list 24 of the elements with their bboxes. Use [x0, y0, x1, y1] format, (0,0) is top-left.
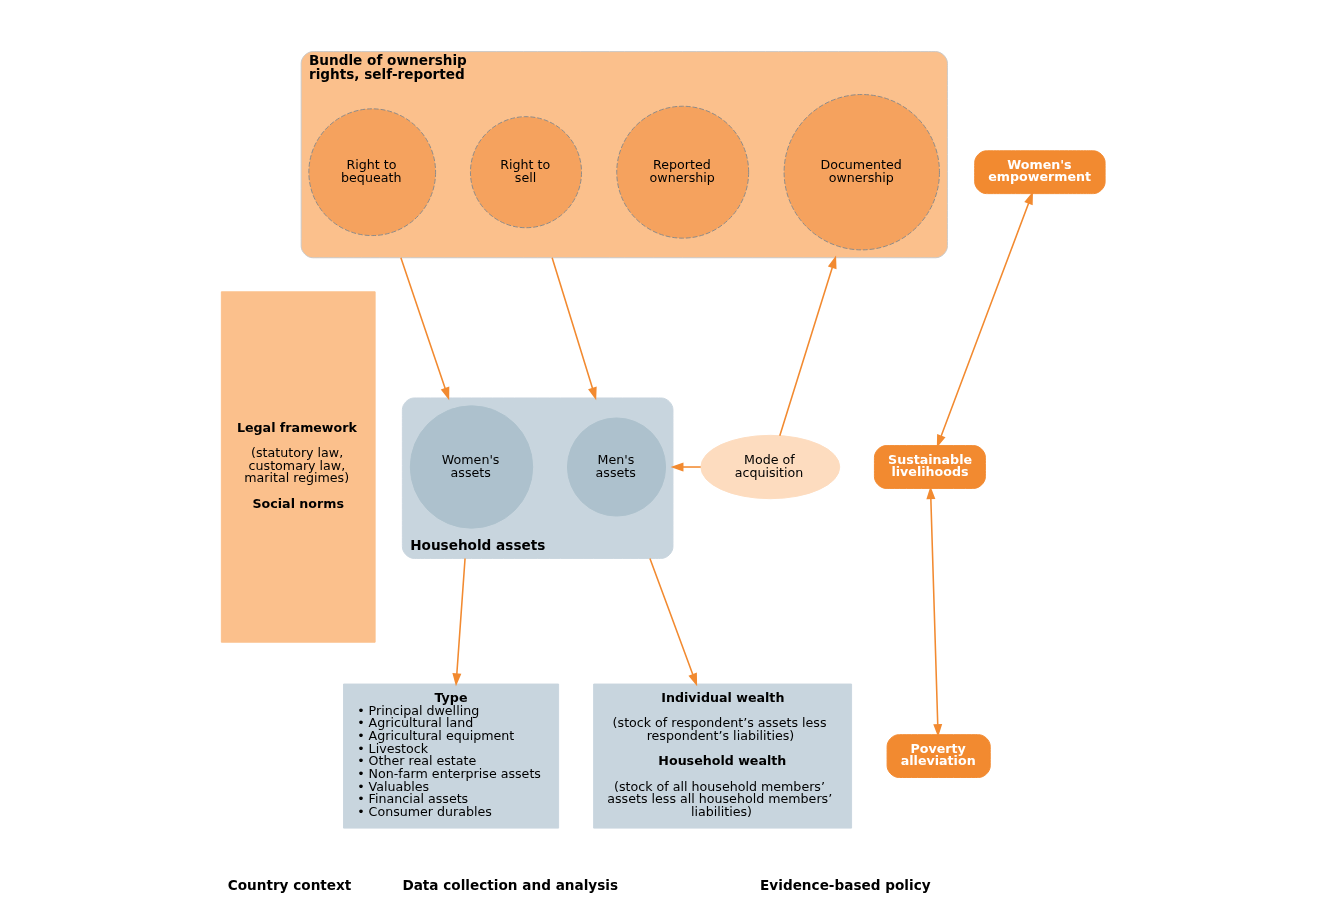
arrow — [550, 256, 597, 401]
node-circle: Reported ownership — [615, 105, 749, 239]
label: Data collection and analysis — [401, 877, 618, 894]
arrow — [648, 557, 697, 687]
node-box: Type • Principal dwelling • Agricultural land • Agricultural equipment • Livestock • Other real estate • Non-farm enterprise assets • Valuables • Financial assets • Consumer durables — [342, 683, 559, 829]
node-ellipse: Mode of acquisition — [699, 434, 840, 500]
label: Country context — [227, 877, 351, 894]
label: Evidence-based policy — [759, 877, 931, 894]
node-box: Sustainable livelihoods — [873, 445, 986, 489]
arrow — [936, 191, 1033, 448]
node-circle: Men's assets — [566, 417, 666, 517]
node-circle: Right to bequeath — [307, 108, 436, 237]
node-circle: Women's assets — [409, 405, 533, 529]
arrow — [670, 462, 701, 472]
node-box: Women's empowerment — [973, 150, 1106, 195]
arrow — [451, 557, 466, 687]
arrow — [925, 486, 942, 737]
node-circle: Documented ownership — [783, 94, 940, 251]
node-box: Individual wealth (stock of respondent’s assets less respondent’s liabilities) Household wealth (stock of all household members’ assets less all household members’ liabilities) — [592, 683, 852, 829]
arrow — [778, 255, 837, 437]
node-box: Legal framework (statutory law, customary law, marital regimes) Social norms — [220, 291, 376, 643]
node-circle: Right to sell — [469, 116, 582, 229]
node-box: Poverty alleviation — [886, 734, 991, 778]
arrow — [399, 256, 449, 401]
